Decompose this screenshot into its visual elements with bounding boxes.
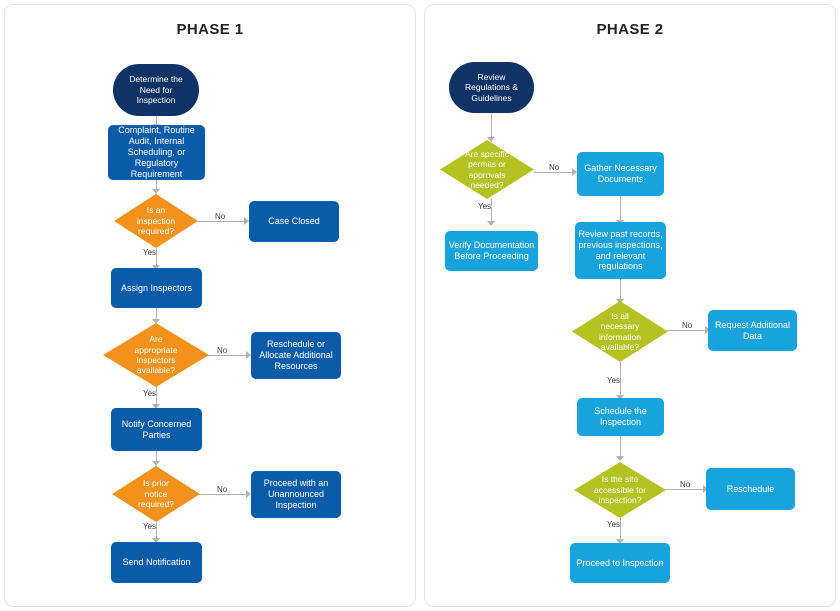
node-complaint-routine-audit[interactable]: Complaint, Routine Audit, Internal Sched… xyxy=(108,125,205,180)
edge-label-permits-yes: Yes xyxy=(478,202,492,211)
diamond-shape-icon xyxy=(103,323,209,387)
decision-are-inspectors-available[interactable]: Are appropriate inspectors available? xyxy=(103,323,209,387)
arrowhead-decision3-yes xyxy=(152,538,160,543)
decision-are-permits-needed-label: Are specific permits or approvals needed… xyxy=(465,148,509,190)
connector-decision3-no xyxy=(198,494,248,495)
arrowhead-information-no xyxy=(705,326,710,334)
arrowhead-trigger-to-decision1 xyxy=(152,189,160,194)
connector-gather-to-review xyxy=(620,196,621,222)
phase-1-title: PHASE 1 xyxy=(176,21,244,38)
node-request-additional-data[interactable]: Request Additional Data xyxy=(708,310,797,351)
arrowhead-decision1-no xyxy=(244,217,249,225)
node-schedule-the-inspection[interactable]: Schedule the Inspection xyxy=(577,398,664,436)
decision-are-inspectors-available-label: Are appropriate inspectors available? xyxy=(134,334,178,376)
decision-is-information-available[interactable]: Is all necessary information available? xyxy=(572,301,668,362)
node-review-regulations-guidelines[interactable]: Review Regulations & Guidelines xyxy=(449,62,534,113)
connector-permits-no xyxy=(534,172,574,173)
arrowhead-notify-to-decision3 xyxy=(152,461,160,466)
edge-label-permits-no: No xyxy=(549,163,560,172)
connector-information-yes xyxy=(620,362,621,397)
arrowhead-accessible-yes xyxy=(616,539,624,544)
connector-start-to-decision-permits xyxy=(491,113,492,139)
node-proceed-to-inspection[interactable]: Proceed to Inspection xyxy=(570,543,670,583)
node-notify-concerned-parties[interactable]: Notify Concerned Parties xyxy=(111,408,202,451)
diamond-shape-icon xyxy=(572,301,668,362)
edge-label-decision1-no: No xyxy=(215,212,226,221)
node-determine-need-for-inspection[interactable]: Determine the Need for Inspection xyxy=(113,64,199,116)
edge-label-decision2-yes: Yes xyxy=(143,389,157,398)
connector-information-no xyxy=(667,330,707,331)
arrowhead-permits-no xyxy=(572,168,577,176)
connector-review-to-decision-info xyxy=(620,279,621,301)
edge-label-decision1-yes: Yes xyxy=(143,248,157,257)
decision-is-site-accessible[interactable]: Is the site accessible for inspection? xyxy=(574,462,666,518)
phase-1-panel: PHASE 1 xyxy=(4,4,416,607)
node-assign-inspectors[interactable]: Assign Inspectors xyxy=(111,268,202,308)
decision-is-site-accessible-label: Is the site accessible for inspection? xyxy=(594,474,646,506)
connector-permits-yes xyxy=(491,199,492,223)
edge-label-accessible-yes: Yes xyxy=(607,520,621,529)
arrowhead-accessible-no xyxy=(703,485,708,493)
node-send-notification[interactable]: Send Notification xyxy=(111,542,202,583)
diamond-shape-icon xyxy=(440,140,534,199)
node-reschedule-or-allocate-resources[interactable]: Reschedule or Allocate Additional Resour… xyxy=(251,332,341,379)
node-proceed-unannounced-inspection[interactable]: Proceed with an Unannounced Inspection xyxy=(251,471,341,518)
node-case-closed[interactable]: Case Closed xyxy=(249,201,339,242)
decision-is-inspection-required-label: Is an inspection required? xyxy=(136,205,176,237)
diamond-shape-icon xyxy=(112,466,200,522)
edge-label-decision3-no: No xyxy=(217,485,228,494)
connector-notify-to-decision3 xyxy=(156,451,157,462)
connector-decision1-yes xyxy=(156,248,157,268)
arrowhead-schedule-to-decision-access xyxy=(616,456,624,461)
edge-label-accessible-no: No xyxy=(680,480,691,489)
decision-is-inspection-required[interactable]: Is an inspection required? xyxy=(114,194,198,248)
connector-accessible-no xyxy=(665,489,705,490)
arrowhead-start-to-decision-permits xyxy=(487,137,495,142)
diamond-shape-icon xyxy=(574,462,666,518)
node-gather-necessary-documents[interactable]: Gather Necessary Documents xyxy=(577,152,664,196)
arrowhead-assign-to-decision2 xyxy=(152,319,160,324)
node-review-past-records[interactable]: Review past records, previous inspection… xyxy=(575,222,666,279)
connector-schedule-to-decision-access xyxy=(620,436,621,458)
arrowhead-information-yes xyxy=(616,395,624,400)
phase-2-title: PHASE 2 xyxy=(596,21,664,38)
connector-decision2-yes xyxy=(156,387,157,406)
connector-decision1-no xyxy=(198,221,246,222)
connector-trigger-to-decision1 xyxy=(156,180,157,190)
node-reschedule[interactable]: Reschedule xyxy=(706,468,795,510)
edge-label-decision2-no: No xyxy=(217,346,228,355)
connector-decision2-no xyxy=(198,355,248,356)
arrowhead-decision2-yes xyxy=(152,404,160,409)
connector-start-to-trigger xyxy=(156,116,157,125)
edge-label-decision3-yes: Yes xyxy=(143,522,157,531)
connector-decision3-yes xyxy=(156,522,157,540)
connector-assign-to-decision2 xyxy=(156,308,157,320)
connector-accessible-yes xyxy=(620,518,621,541)
decision-is-information-available-label: Is all necessary information available? xyxy=(598,310,642,352)
arrowhead-permits-yes xyxy=(487,221,495,226)
node-verify-documentation[interactable]: Verify Documentation Before Proceeding xyxy=(445,231,538,271)
arrowhead-decision1-yes xyxy=(152,265,160,270)
decision-are-permits-needed[interactable]: Are specific permits or approvals needed… xyxy=(440,140,534,199)
arrowhead-decision3-no xyxy=(246,490,251,498)
diamond-shape-icon xyxy=(114,194,198,248)
decision-is-prior-notice-required[interactable]: Is prior notice required? xyxy=(112,466,200,522)
arrowhead-decision2-no xyxy=(246,351,251,359)
decision-is-prior-notice-required-label: Is prior notice required? xyxy=(138,478,174,510)
edge-label-information-no: No xyxy=(682,321,693,330)
edge-label-information-yes: Yes xyxy=(607,376,621,385)
